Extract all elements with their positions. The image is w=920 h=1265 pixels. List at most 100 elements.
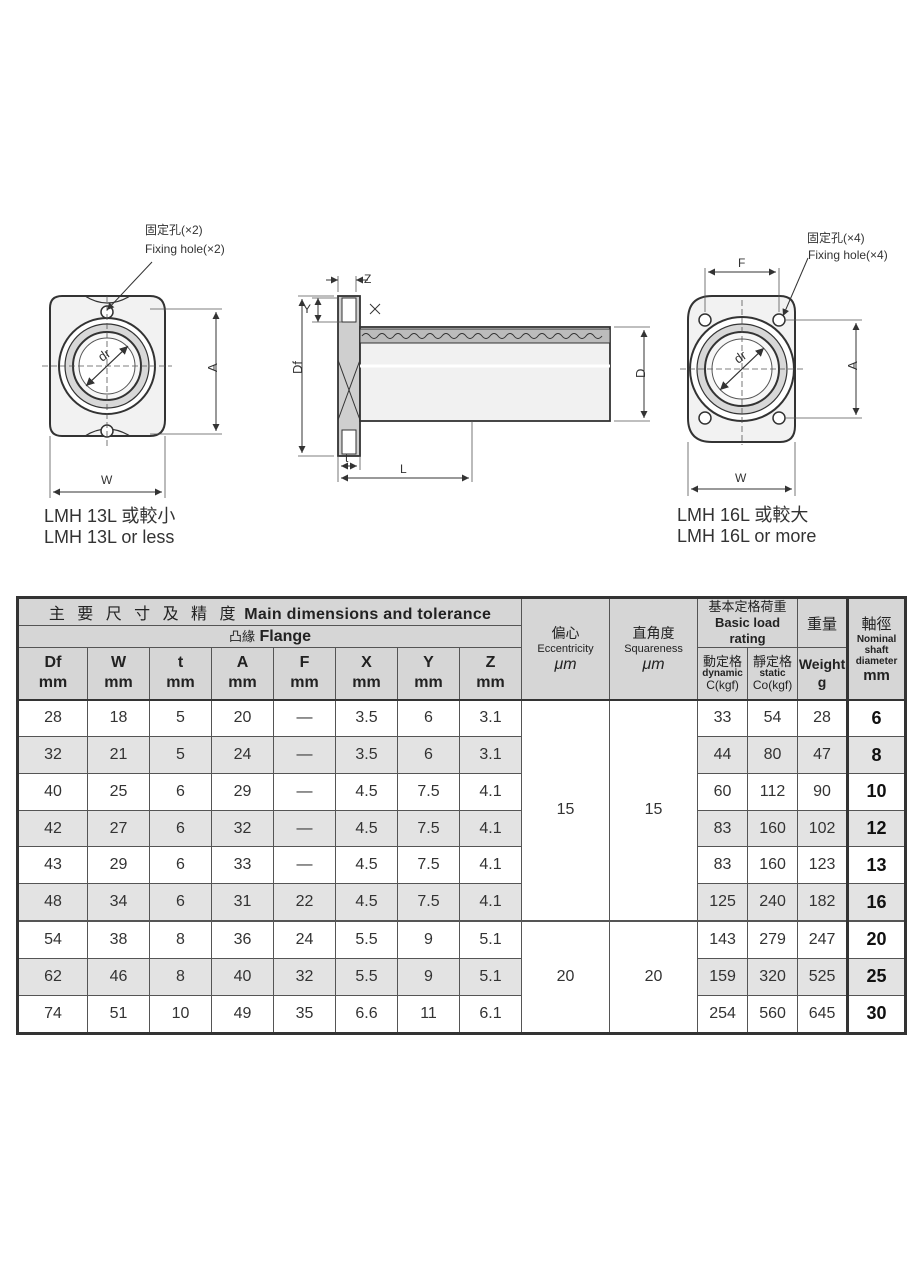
cell-dynamic: 159 bbox=[697, 957, 749, 996]
cell-squareness: 15 bbox=[609, 698, 699, 922]
cell-w: 34 bbox=[87, 883, 150, 922]
cell-t: 6 bbox=[149, 883, 212, 922]
cell-y: 7.5 bbox=[397, 846, 460, 885]
cell-w: 46 bbox=[87, 957, 150, 996]
weight-header: Weight g bbox=[797, 647, 849, 700]
cell-w: 51 bbox=[87, 994, 150, 1035]
cell-shaft: 12 bbox=[846, 809, 907, 848]
shaft-diameter-header: 軸徑 Nominal shaft diameter mm bbox=[846, 597, 907, 700]
table-row: 74 51 10 49 35 6.6 11 6.1 254 560 645 30 bbox=[17, 994, 907, 1035]
cell-z: 4.1 bbox=[458, 846, 523, 885]
cell-dynamic: 83 bbox=[697, 809, 749, 848]
cell-static: 240 bbox=[747, 883, 799, 922]
cell-shaft: 16 bbox=[846, 883, 907, 922]
cell-static: 279 bbox=[747, 919, 799, 959]
table-row: 32 21 5 24 — 3.5 6 3.1 44 80 47 8 bbox=[17, 736, 907, 775]
cell-df: 62 bbox=[17, 957, 88, 996]
table-row: 48 34 6 31 22 4.5 7.5 4.1 125 240 182 16 bbox=[17, 883, 907, 922]
dim-a-label-right: A bbox=[845, 361, 860, 370]
cell-df: 42 bbox=[17, 809, 88, 848]
cell-static: 160 bbox=[747, 809, 799, 848]
cell-x: 5.5 bbox=[335, 919, 398, 959]
dimensions-table: 主 要 尺 寸 及 精 度 Main dimensions and tolera… bbox=[16, 596, 908, 1035]
cell-x: 4.5 bbox=[335, 773, 398, 811]
cell-df: 48 bbox=[17, 883, 88, 922]
dim-w-label-right: W bbox=[735, 471, 747, 485]
cell-static: 54 bbox=[747, 698, 799, 738]
cell-f: — bbox=[273, 809, 336, 848]
dim-f-label: F bbox=[738, 256, 745, 270]
cell-y: 11 bbox=[397, 994, 460, 1035]
dim-l-label: L bbox=[400, 462, 407, 476]
cell-f: 24 bbox=[273, 919, 336, 959]
cell-weight: 645 bbox=[797, 994, 849, 1035]
cell-static: 320 bbox=[747, 957, 799, 996]
cell-weight: 102 bbox=[797, 809, 849, 848]
eccentricity-header: 偏心 Eccentricity μm bbox=[521, 597, 611, 700]
cell-dynamic: 254 bbox=[697, 994, 749, 1035]
table-row: 54 38 8 36 24 5.5 9 5.1 20 20 143 279 24… bbox=[17, 919, 907, 1034]
cell-a: 20 bbox=[211, 698, 274, 738]
cell-z: 4.1 bbox=[458, 883, 523, 922]
caption-large-en: LMH 16L or more bbox=[677, 526, 817, 546]
technical-drawing: dr 固定孔(×2) Fixing hole(×2) A W Z Y X bbox=[42, 222, 888, 498]
cell-f: — bbox=[273, 736, 336, 775]
fixing-hole-en-label-right: Fixing hole(×4) bbox=[808, 248, 888, 262]
cell-shaft: 8 bbox=[846, 736, 907, 775]
cell-squareness: 20 bbox=[609, 920, 699, 1034]
dim-z-label: Z bbox=[364, 272, 371, 286]
cell-weight: 182 bbox=[797, 883, 849, 922]
table-row: 40 25 6 29 — 4.5 7.5 4.1 60 112 90 10 bbox=[17, 773, 907, 811]
cell-f: — bbox=[273, 698, 336, 738]
cell-t: 6 bbox=[149, 773, 212, 811]
cell-dynamic: 44 bbox=[697, 736, 749, 775]
cell-x: 3.5 bbox=[335, 698, 398, 738]
cell-weight: 28 bbox=[797, 698, 849, 738]
cell-a: 40 bbox=[211, 957, 274, 996]
front-view-four-hole: dr 固定孔(×4) Fixing hole(×4) F A W bbox=[680, 230, 888, 496]
cell-weight: 47 bbox=[797, 736, 849, 775]
cell-shaft: 20 bbox=[846, 919, 907, 959]
cell-y: 9 bbox=[397, 957, 460, 996]
cell-a: 24 bbox=[211, 736, 274, 775]
cell-a: 49 bbox=[211, 994, 274, 1035]
cell-f: 32 bbox=[273, 957, 336, 996]
cell-z: 3.1 bbox=[458, 736, 523, 775]
cell-y: 9 bbox=[397, 919, 460, 959]
cell-w: 29 bbox=[87, 846, 150, 885]
cell-shaft: 25 bbox=[846, 957, 907, 996]
cell-x: 4.5 bbox=[335, 809, 398, 848]
cell-a: 32 bbox=[211, 809, 274, 848]
caption-small-en: LMH 13L or less bbox=[44, 527, 175, 547]
cell-static: 560 bbox=[747, 994, 799, 1035]
cell-t: 8 bbox=[149, 919, 212, 959]
cell-x: 3.5 bbox=[335, 736, 398, 775]
cell-df: 54 bbox=[17, 919, 88, 959]
cell-shaft: 13 bbox=[846, 846, 907, 885]
cell-dynamic: 83 bbox=[697, 846, 749, 885]
cell-static: 160 bbox=[747, 846, 799, 885]
fixing-hole-en-label: Fixing hole(×2) bbox=[145, 242, 225, 256]
cell-t: 5 bbox=[149, 698, 212, 738]
cell-z: 4.1 bbox=[458, 773, 523, 811]
cell-x: 4.5 bbox=[335, 883, 398, 922]
cell-z: 5.1 bbox=[458, 919, 523, 959]
cell-df: 74 bbox=[17, 994, 88, 1035]
dim-x-label: X bbox=[373, 302, 381, 316]
table-row: 62 46 8 40 32 5.5 9 5.1 159 320 525 25 bbox=[17, 957, 907, 996]
cell-f: 22 bbox=[273, 883, 336, 922]
cell-eccentricity: 20 bbox=[521, 920, 611, 1034]
cell-w: 21 bbox=[87, 736, 150, 775]
cell-a: 33 bbox=[211, 846, 274, 885]
cell-dynamic: 143 bbox=[697, 919, 749, 959]
cell-a: 36 bbox=[211, 919, 274, 959]
cell-df: 28 bbox=[17, 698, 88, 738]
cell-t: 8 bbox=[149, 957, 212, 996]
cell-y: 7.5 bbox=[397, 773, 460, 811]
cell-z: 4.1 bbox=[458, 809, 523, 848]
